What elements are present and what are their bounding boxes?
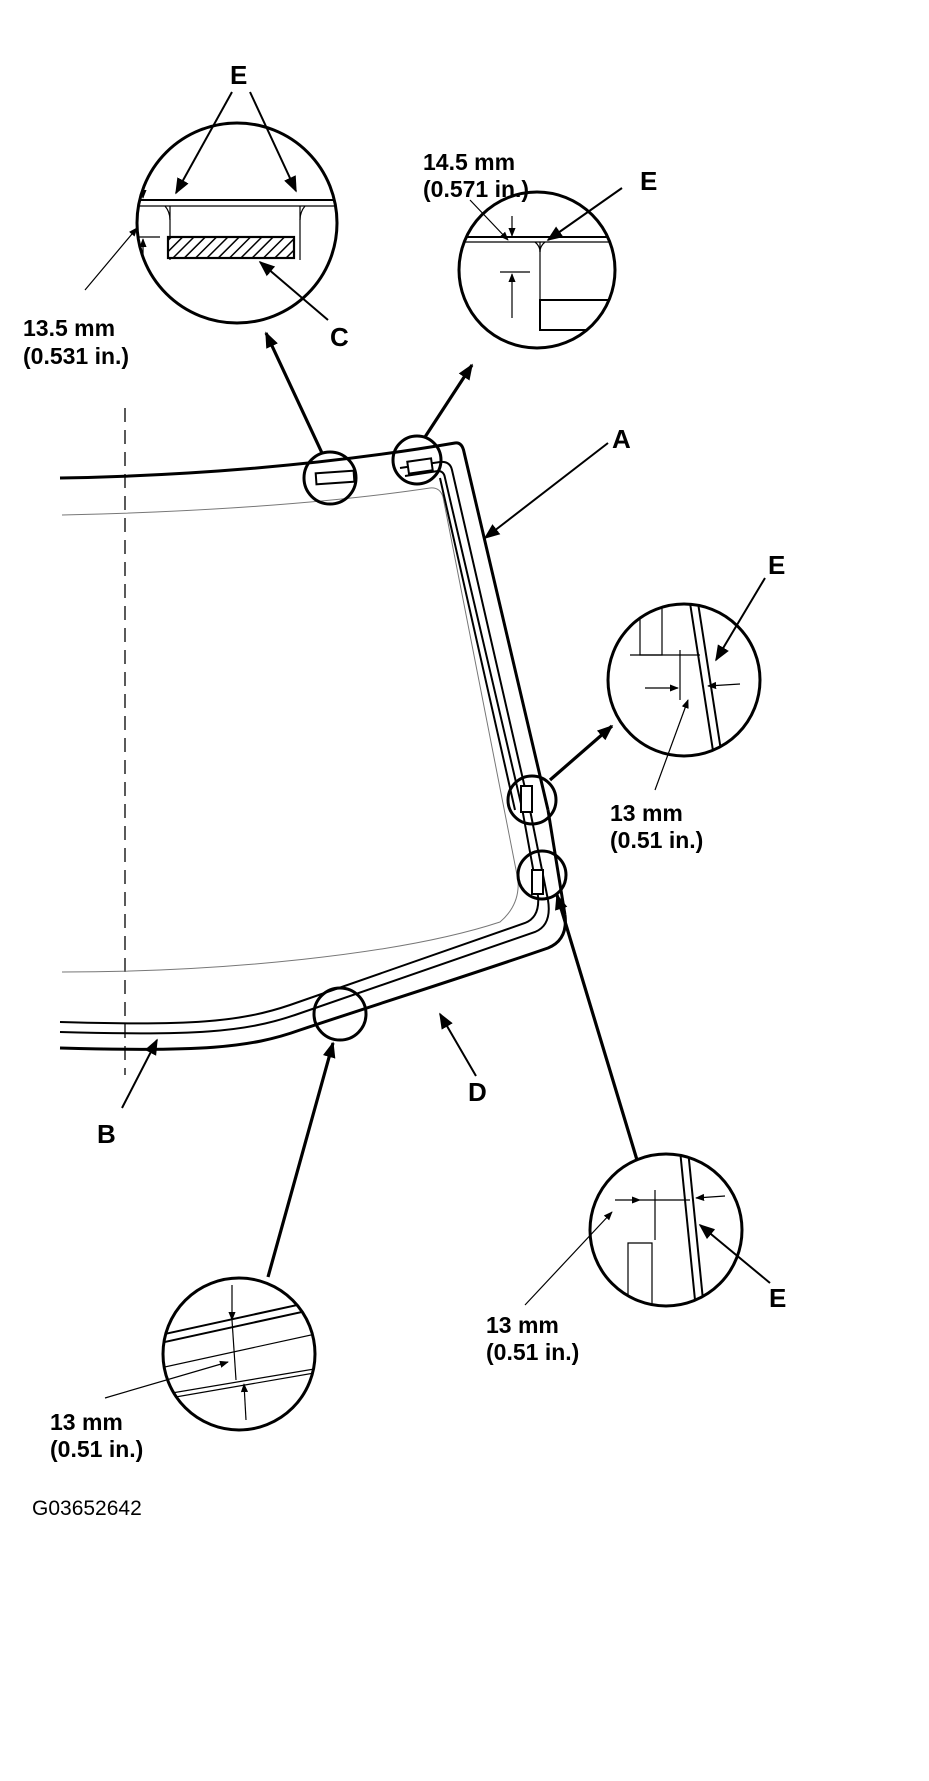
detail-5-circle bbox=[161, 1276, 317, 1432]
callout-b-arrow bbox=[121, 1038, 158, 1109]
detail-circle-side-2 bbox=[516, 849, 568, 901]
detail-4-label-e: E bbox=[769, 1283, 786, 1313]
molding-a-line3 bbox=[439, 477, 516, 811]
detail-2-dim-mm: 14.5 mm bbox=[423, 149, 515, 175]
detail-2-dim-in: (0.571 in.) bbox=[423, 176, 529, 202]
label-b: B bbox=[97, 1119, 116, 1149]
detail-1-dim-leader bbox=[84, 227, 138, 291]
detail-3-dim-leader bbox=[654, 699, 689, 791]
detail-5-dim-leader bbox=[104, 1360, 229, 1399]
detail-2-label-e: E bbox=[640, 166, 657, 196]
clip-side-2 bbox=[531, 869, 544, 895]
leader-to-detail-4 bbox=[555, 893, 639, 1161]
detail-4-dim-mm: 13 mm bbox=[486, 1312, 559, 1338]
label-c: C bbox=[330, 322, 349, 352]
detail-5-bottom: 13 mm (0.51 in.) bbox=[50, 1276, 317, 1462]
leader-to-detail-5 bbox=[266, 1041, 336, 1278]
detail-4-dim-leader bbox=[524, 1211, 613, 1306]
detail-4-e-arrow bbox=[698, 1223, 771, 1284]
detail-leaders bbox=[264, 331, 639, 1278]
detail-3-circle bbox=[606, 602, 762, 758]
windshield-outline bbox=[59, 408, 568, 1075]
detail-3-side-upper: E 13 mm (0.51 in.) bbox=[606, 550, 785, 853]
detail-3-e-arrow bbox=[715, 577, 766, 662]
detail-3-label-e: E bbox=[768, 550, 785, 580]
detail-2-e-arrow bbox=[546, 187, 623, 241]
detail-2-dim-leader bbox=[469, 199, 509, 241]
label-d: D bbox=[468, 1077, 487, 1107]
glass-inner-edge bbox=[61, 487, 519, 973]
detail-4-dim-in: (0.51 in.) bbox=[486, 1339, 579, 1365]
clip-top-1 bbox=[314, 469, 356, 486]
detail-1-label-e: E bbox=[230, 60, 247, 90]
figure-id: G03652642 bbox=[32, 1497, 142, 1520]
detail-4-circle bbox=[588, 1152, 744, 1308]
label-a: A bbox=[612, 424, 631, 454]
detail-1-circle bbox=[135, 121, 339, 325]
detail-1-c-arrow bbox=[258, 260, 329, 321]
leader-to-detail-3 bbox=[548, 724, 614, 782]
molding-d-line1 bbox=[59, 899, 550, 1035]
leader-to-detail-1 bbox=[264, 331, 324, 454]
detail-1-e-arrow-right bbox=[249, 91, 297, 193]
leader-to-detail-2 bbox=[423, 363, 474, 438]
detail-circle-top-2 bbox=[391, 434, 443, 486]
clip-top-2 bbox=[406, 457, 434, 475]
detail-1-dim-mm: 13.5 mm bbox=[23, 315, 115, 341]
detail-circle-top-1 bbox=[302, 450, 358, 506]
detail-4-side-lower: E 13 mm (0.51 in.) bbox=[486, 1152, 786, 1365]
detail-5-dim-in: (0.51 in.) bbox=[50, 1436, 143, 1462]
part-c-block bbox=[166, 235, 296, 260]
glass-bottom-edge bbox=[59, 914, 567, 1051]
detail-3-dim-in: (0.51 in.) bbox=[610, 827, 703, 853]
detail-1-e-arrow-left bbox=[175, 91, 233, 195]
detail-circle-side-1 bbox=[506, 774, 558, 826]
detail-3-dim-mm: 13 mm bbox=[610, 800, 683, 826]
part-callouts: A B D bbox=[97, 424, 631, 1149]
molding-d-line2 bbox=[59, 895, 540, 1025]
detail-1-top-left: E C 13.5 mm (0.531 in.) bbox=[23, 60, 349, 369]
detail-2-circle bbox=[457, 190, 617, 350]
detail-2-top-right: 14.5 mm (0.571 in.) E bbox=[423, 149, 657, 350]
callout-a-arrow bbox=[483, 442, 609, 539]
detail-5-dim-mm: 13 mm bbox=[50, 1409, 123, 1435]
detail-1-dim-in: (0.531 in.) bbox=[23, 343, 129, 369]
glass-top-edge bbox=[59, 441, 550, 811]
detail-circle-bottom bbox=[312, 986, 368, 1042]
clip-side-1 bbox=[520, 785, 533, 813]
callout-d-arrow bbox=[439, 1012, 477, 1077]
